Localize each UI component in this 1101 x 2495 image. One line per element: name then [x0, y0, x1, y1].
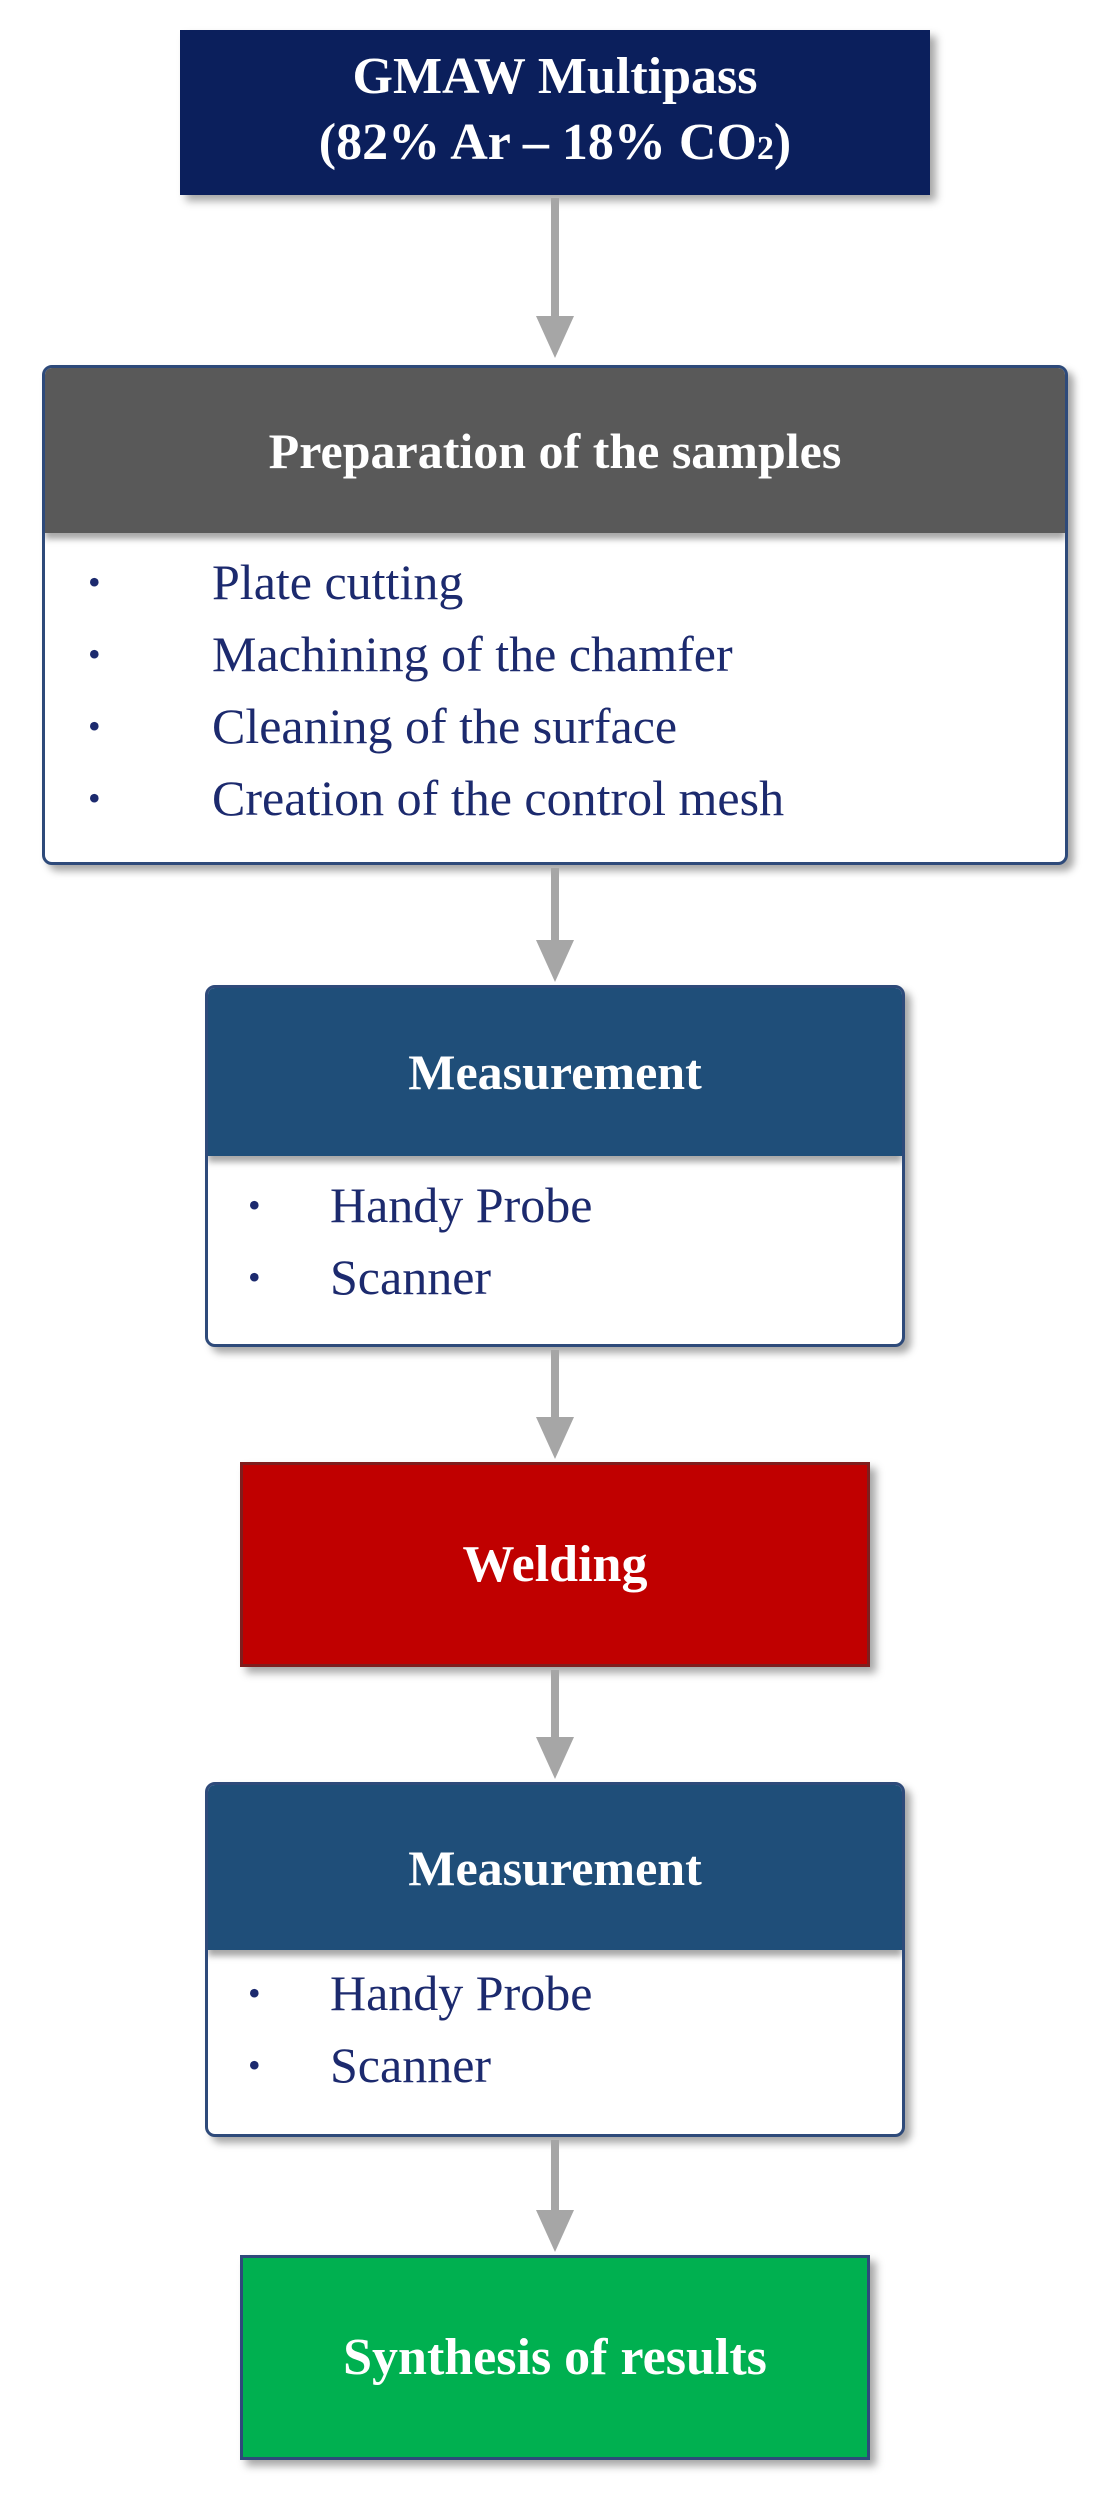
bullet-icon: •	[88, 562, 101, 602]
gmaw-multipass-box: GMAW Multipass (82% Ar – 18% CO2)	[180, 30, 930, 195]
synthesis-box: Synthesis of results	[240, 2255, 870, 2460]
measurement-after-title: Measurement	[208, 1785, 902, 1950]
preparation-title: Preparation of the samples	[45, 368, 1065, 533]
bullet-icon: •	[248, 2045, 261, 2085]
bullet-icon: •	[248, 1185, 261, 1225]
bullet-icon: •	[248, 1973, 261, 2013]
gmaw-title-line2: (82% Ar – 18% CO2)	[318, 113, 792, 171]
list-item: •Handy Probe	[248, 1957, 902, 2029]
preparation-list: •Plate cutting •Machining of the chamfer…	[88, 546, 1065, 834]
measurement-after-box: Measurement •Handy Probe •Scanner	[205, 1782, 905, 2137]
synthesis-title: Synthesis of results	[343, 2329, 767, 2386]
bullet-icon: •	[248, 1257, 261, 1297]
list-item: •Plate cutting	[88, 546, 1065, 618]
welding-box: Welding	[240, 1462, 870, 1667]
flow-arrow-4	[536, 1670, 574, 1779]
measurement-before-box: Measurement •Handy Probe •Scanner	[205, 985, 905, 1347]
gmaw-title-line1: GMAW Multipass	[352, 47, 758, 105]
preparation-box: Preparation of the samples •Plate cuttin…	[42, 365, 1068, 865]
list-item: •Cleaning of the surface	[88, 690, 1065, 762]
list-item: •Creation of the control mesh	[88, 762, 1065, 834]
list-item: •Handy Probe	[248, 1169, 902, 1241]
gmaw-multipass-title: GMAW Multipass (82% Ar – 18% CO2)	[319, 44, 791, 182]
flow-arrow-5	[536, 2140, 574, 2252]
flow-arrow-2	[536, 868, 574, 982]
measurement-after-list: •Handy Probe •Scanner	[248, 1957, 902, 2101]
list-item: •Machining of the chamfer	[88, 618, 1065, 690]
measurement-before-list: •Handy Probe •Scanner	[248, 1169, 902, 1313]
flow-arrow-3	[536, 1350, 574, 1459]
welding-title: Welding	[462, 1536, 648, 1593]
list-item: •Scanner	[248, 1241, 902, 1313]
bullet-icon: •	[88, 778, 101, 818]
list-item: •Scanner	[248, 2029, 902, 2101]
bullet-icon: •	[88, 634, 101, 674]
bullet-icon: •	[88, 706, 101, 746]
measurement-before-title: Measurement	[208, 988, 902, 1156]
flow-arrow-1	[536, 198, 574, 358]
